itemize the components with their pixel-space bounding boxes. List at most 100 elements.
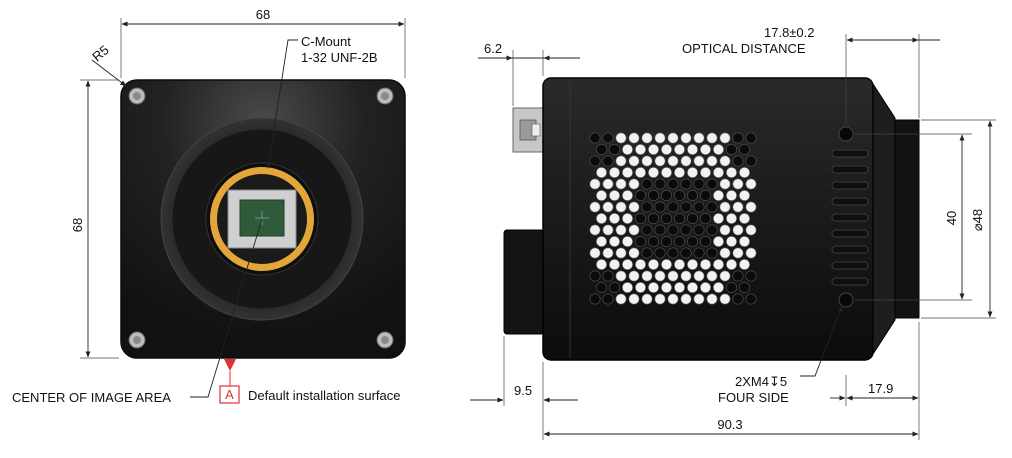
grill-hole <box>628 201 640 213</box>
grill-hole <box>660 236 672 248</box>
grill-hole <box>654 247 666 259</box>
grill-hole <box>680 270 692 282</box>
grill-hole <box>641 178 653 190</box>
grill-hole <box>725 236 737 248</box>
grill-hole <box>608 167 620 179</box>
grill-hole <box>660 190 672 202</box>
grill-hole <box>621 213 633 225</box>
grill-hole <box>706 270 718 282</box>
grill-hole <box>745 270 757 282</box>
grill-hole <box>647 236 659 248</box>
grill-hole <box>589 132 601 144</box>
grill-hole <box>699 213 711 225</box>
grill-hole <box>628 224 640 236</box>
grill-hole <box>602 201 614 213</box>
grill-hole <box>738 258 750 270</box>
grill-hole <box>686 167 698 179</box>
grill-hole <box>712 144 724 156</box>
front-view: 68 68 R5 C-Mount 1-32 UNF-2B CENTER OF I… <box>12 7 406 405</box>
grill-hole <box>738 167 750 179</box>
grill-hole <box>745 224 757 236</box>
grill-hole <box>667 201 679 213</box>
grill-hole <box>693 201 705 213</box>
grill-hole <box>589 155 601 167</box>
grill-hole <box>667 132 679 144</box>
grill-hole <box>738 213 750 225</box>
grill-hole <box>628 293 640 305</box>
grill-hole <box>667 247 679 259</box>
grill-hole <box>615 155 627 167</box>
grill-hole <box>693 132 705 144</box>
grill-hole <box>608 190 620 202</box>
grill-hole <box>647 144 659 156</box>
grill-hole <box>602 155 614 167</box>
grill-hole <box>693 155 705 167</box>
grill-hole <box>615 132 627 144</box>
grill-hole <box>673 281 685 293</box>
screw-icon <box>128 87 394 349</box>
grill-hole <box>719 270 731 282</box>
grill-hole <box>719 155 731 167</box>
grill-hole <box>686 144 698 156</box>
front-taper <box>872 82 896 356</box>
grill-hole <box>686 190 698 202</box>
grill-hole <box>615 247 627 259</box>
grill-hole <box>595 281 607 293</box>
grill-hole <box>621 281 633 293</box>
grill-hole <box>621 190 633 202</box>
grill-hole <box>602 132 614 144</box>
side-view: 6.2 17.8±0.2 OPTICAL DISTANCE 40 ⌀48 2XM… <box>470 25 996 440</box>
grill-hole <box>712 167 724 179</box>
grill-hole <box>641 201 653 213</box>
grill-hole <box>680 224 692 236</box>
grill-hole <box>641 293 653 305</box>
grill-hole <box>641 132 653 144</box>
screw-note-label: FOUR SIDE <box>718 390 789 405</box>
grill-hole <box>680 201 692 213</box>
grill-hole <box>595 167 607 179</box>
optical-distance-value: 17.8±0.2 <box>764 25 815 40</box>
front-height-dimension: 68 <box>70 218 85 232</box>
grill-hole <box>719 201 731 213</box>
grill-hole <box>660 258 672 270</box>
grill-hole <box>673 236 685 248</box>
grill-hole <box>686 281 698 293</box>
grill-hole <box>608 236 620 248</box>
grill-hole <box>634 167 646 179</box>
grill-hole <box>732 270 744 282</box>
grill-hole <box>589 178 601 190</box>
grill-hole <box>595 144 607 156</box>
grill-hole <box>693 224 705 236</box>
rear-bump <box>503 229 545 335</box>
front-dimension: 17.9 <box>868 381 893 396</box>
grill-hole <box>628 270 640 282</box>
grill-hole <box>615 201 627 213</box>
grill-hole <box>654 270 666 282</box>
fan-grill <box>589 132 757 305</box>
grill-hole <box>647 167 659 179</box>
installation-surface-label: Default installation surface <box>248 388 400 403</box>
grill-hole <box>706 132 718 144</box>
grill-hole <box>641 247 653 259</box>
mount-thread-label: 1-32 UNF-2B <box>301 50 378 65</box>
grill-hole <box>608 213 620 225</box>
grill-hole <box>725 258 737 270</box>
grill-hole <box>738 144 750 156</box>
grill-hole <box>641 270 653 282</box>
grill-hole <box>673 213 685 225</box>
grill-hole <box>719 132 731 144</box>
grill-hole <box>621 167 633 179</box>
grill-hole <box>660 167 672 179</box>
lens-flange <box>894 119 920 319</box>
grill-hole <box>745 132 757 144</box>
grill-hole <box>615 293 627 305</box>
grill-hole <box>712 281 724 293</box>
grill-hole <box>706 178 718 190</box>
grill-hole <box>634 144 646 156</box>
grill-hole <box>699 281 711 293</box>
grill-hole <box>615 270 627 282</box>
grill-hole <box>706 224 718 236</box>
grill-hole <box>667 155 679 167</box>
grill-hole <box>660 281 672 293</box>
grill-hole <box>634 236 646 248</box>
